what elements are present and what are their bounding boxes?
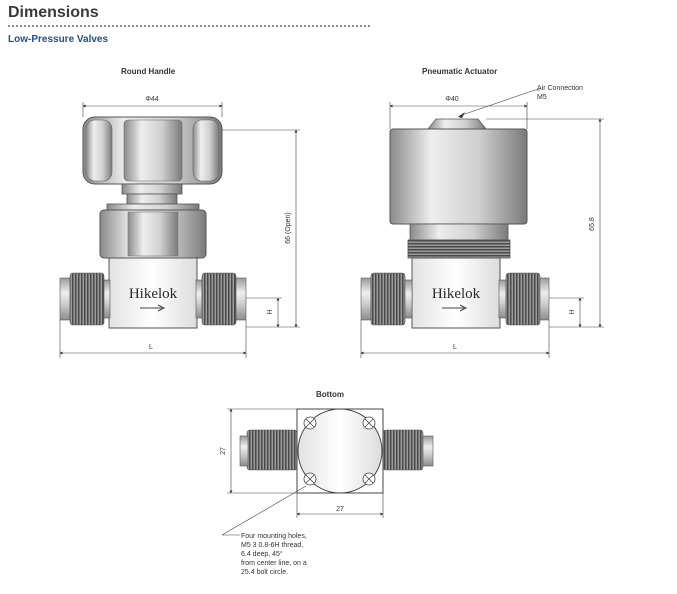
round-handle-brand-label: Hikelok (129, 286, 178, 302)
mounting-holes-note: Four mounting holes, M5 3 0.8-6H thread,… (241, 532, 351, 577)
bottom-height-label: 27 (220, 447, 227, 455)
note-line: 6.4 deep, 45° (241, 551, 283, 558)
round-handle-l-label: L (149, 344, 153, 351)
pneumatic-h-label: H (569, 309, 576, 314)
section-subtitle: Low-Pressure Valves (8, 34, 109, 45)
round-handle-drawing (59, 102, 300, 358)
bottom-width-label: 27 (336, 506, 344, 513)
pneumatic-diameter-label: Φ40 (445, 96, 458, 103)
bottom-view-drawing (221, 408, 434, 536)
round-handle-height-label: 66 (Open) (285, 212, 292, 244)
view-title-pneumatic: Pneumatic Actuator (422, 67, 498, 76)
air-connection-label: Air Connection (537, 85, 583, 92)
view-title-bottom: Bottom (316, 390, 344, 399)
pneumatic-l-label: L (453, 344, 457, 351)
pneumatic-actuator-drawing (360, 89, 604, 358)
note-line: 25.4 bolt circle. (241, 569, 289, 576)
round-handle-diameter-label: Φ44 (145, 96, 158, 103)
air-connection-thread-label: M5 (537, 94, 547, 101)
title-divider (8, 25, 370, 27)
pneumatic-brand-label: Hikelok (432, 286, 481, 302)
round-handle-h-label: H (267, 309, 274, 314)
view-title-round-handle: Round Handle (121, 67, 176, 76)
page-title: Dimensions (8, 4, 99, 21)
note-line: from center line, on a (241, 560, 307, 567)
note-line: M5 3 0.8-6H thread, (241, 542, 304, 549)
pneumatic-height-label: 65.8 (589, 217, 596, 231)
note-line: Four mounting holes, (241, 533, 307, 540)
